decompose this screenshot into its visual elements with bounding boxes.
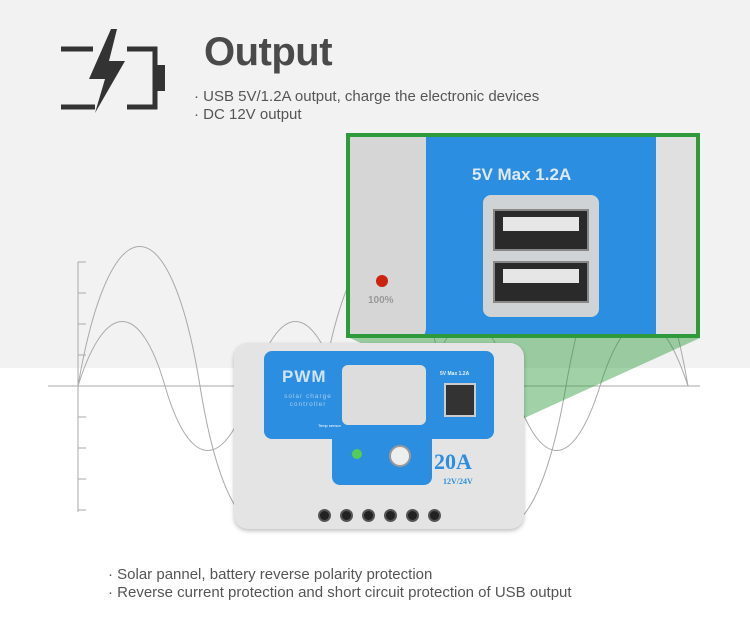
indicator-label: 100% xyxy=(368,295,394,306)
feature-bullet: · Solar pannel, battery reverse polarity… xyxy=(108,566,433,583)
feature-bullet: · USB 5V/1.2A output, charge the electro… xyxy=(194,88,540,105)
rating-label: 20A xyxy=(434,449,472,474)
battery-charge-icon xyxy=(61,29,165,113)
feature-bullet: · Reverse current protection and short c… xyxy=(108,584,572,601)
charge-controller-image: PWM solar charge controller Temp sensor … xyxy=(234,343,524,529)
red-led xyxy=(376,275,388,287)
led-panel-closeup: 100% xyxy=(350,137,426,334)
power-button xyxy=(389,445,411,467)
subtitle-label: solar charge controller xyxy=(284,393,332,408)
feature-bullet: · DC 12V output xyxy=(194,106,302,123)
temp-sensor-label: Temp sensor xyxy=(318,423,341,428)
brand-label: PWM xyxy=(282,367,327,386)
usb-port xyxy=(444,383,476,417)
page-title: Output xyxy=(204,30,333,74)
zoom-inset: 100% 5V Max 1.2A xyxy=(346,133,700,338)
usb-label-closeup: 5V Max 1.2A xyxy=(472,165,572,184)
usb-ports-closeup xyxy=(483,195,599,317)
voltage-label: 12V/24V xyxy=(443,477,473,486)
bulb-icon xyxy=(352,449,362,459)
led-panel xyxy=(342,365,426,425)
usb-label: 5V Max 1.2A xyxy=(440,371,470,377)
